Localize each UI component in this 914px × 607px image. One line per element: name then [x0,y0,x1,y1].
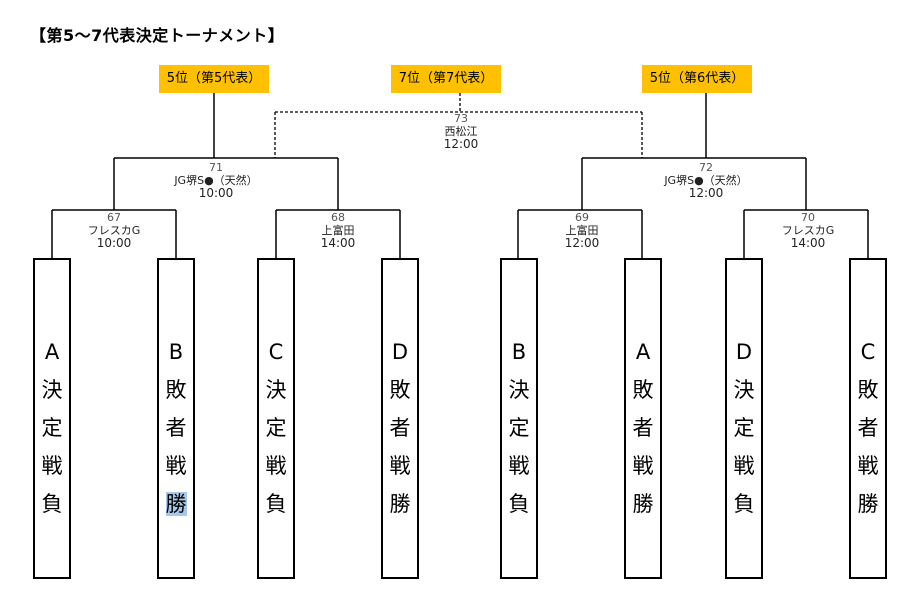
match-number: 71 [209,161,223,174]
team-box-3: C 決定戦負 [257,258,295,579]
team-desc: 敗者戦勝 [389,378,411,516]
match-time: 14:00 [790,236,826,250]
team-desc: 敗者戦勝 [632,378,654,516]
match-time: 12:00 [564,236,600,250]
rank-box-7th: 7位（第7代表） [391,65,501,93]
team-letter: B [511,340,527,364]
match-time: 12:00 [443,137,479,151]
page-title: 【第5～7代表決定トーナメント】 [30,26,285,45]
match-venue: 上富田 [565,224,599,237]
team-desc: 決定戦負 [733,378,755,516]
team-letter: D [735,340,753,364]
rank-box-5th-left: 5位（第5代表） [159,65,269,93]
team-desc: 敗者戦 [165,378,187,478]
team-box-5: B 決定戦負 [500,258,538,579]
match-69: 69 上富田 12:00 [522,211,642,250]
match-73: 73 西松江 12:00 [401,112,521,151]
match-venue: JG堺S●（天然） [174,174,258,187]
team-letter: C [860,340,876,364]
team-box-4: D 敗者戦勝 [381,258,419,579]
match-number: 67 [107,211,121,224]
match-number: 69 [575,211,589,224]
team-letter: B [168,340,184,364]
team-box-8: C 敗者戦勝 [849,258,887,579]
team-desc-highlight: 勝 [165,492,187,516]
final-connector [274,93,643,158]
match-venue: JG堺S●（天然） [664,174,748,187]
match-venue: フレスカG [781,224,835,237]
match-venue: 上富田 [321,224,355,237]
match-number: 68 [331,211,345,224]
team-desc: 決定戦負 [508,378,530,516]
team-letter: A [635,340,651,364]
team-letter: D [391,340,409,364]
team-box-1: A 決定戦負 [33,258,71,579]
match-68: 68 上富田 14:00 [278,211,398,250]
team-desc: 敗者戦勝 [857,378,879,516]
match-number: 72 [699,161,713,174]
rank-box-5th-right: 5位（第6代表） [642,65,752,93]
team-box-2: B 敗者戦勝 [157,258,195,579]
match-time: 14:00 [320,236,356,250]
match-venue: 西松江 [444,125,478,138]
team-box-7: D 決定戦負 [725,258,763,579]
match-67: 67 フレスカG 10:00 [54,211,174,250]
match-time: 10:00 [96,236,132,250]
match-number: 73 [454,112,468,125]
match-70: 70 フレスカG 14:00 [748,211,868,250]
team-desc: 決定戦負 [265,378,287,516]
match-72: 72 JG堺S●（天然） 12:00 [646,161,766,200]
team-letter: C [268,340,284,364]
match-time: 10:00 [198,186,234,200]
team-letter: A [44,340,60,364]
match-time: 12:00 [688,186,724,200]
match-71: 71 JG堺S●（天然） 10:00 [156,161,276,200]
match-venue: フレスカG [87,224,141,237]
team-box-6: A 敗者戦勝 [624,258,662,579]
team-desc: 決定戦負 [41,378,63,516]
match-number: 70 [801,211,815,224]
